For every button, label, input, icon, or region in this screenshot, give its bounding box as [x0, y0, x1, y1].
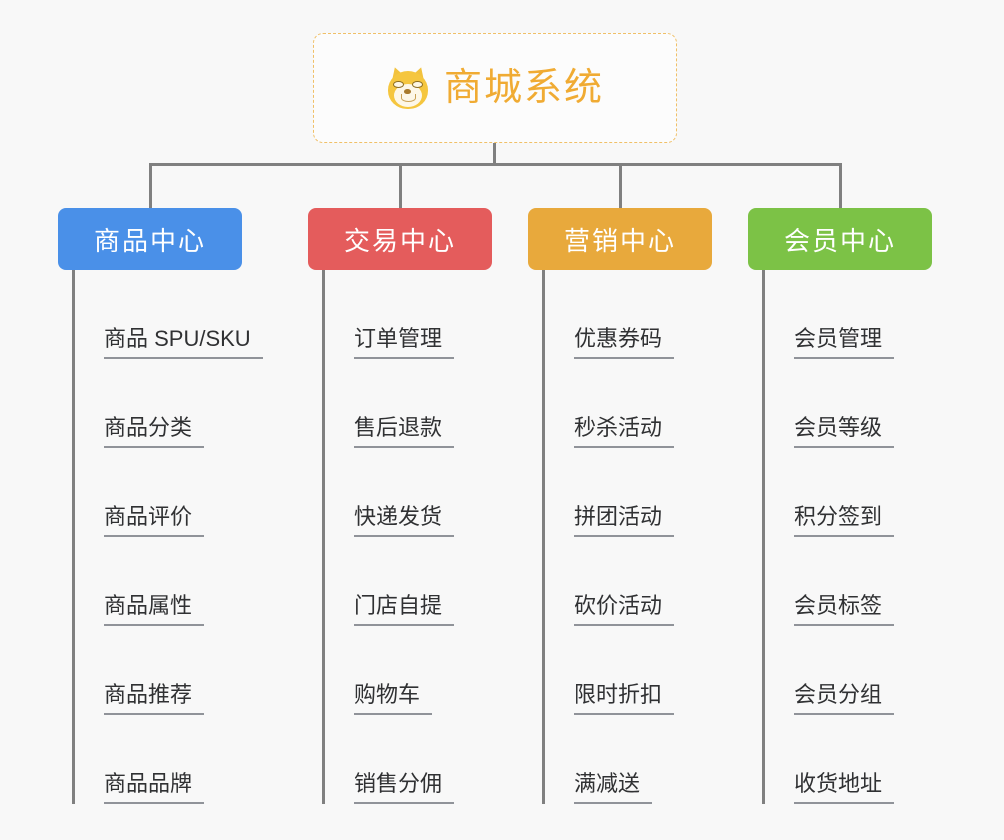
leaf-label: 商品推荐	[104, 682, 205, 715]
connector-horizontal-bus	[149, 163, 842, 166]
branch-header-3[interactable]: 营销中心	[528, 208, 712, 270]
list-item[interactable]: 积分签到	[748, 448, 932, 537]
list-item[interactable]: 收货地址	[748, 715, 932, 804]
list-item[interactable]: 商品评价	[58, 448, 263, 537]
list-item[interactable]: 商品品牌	[58, 715, 263, 804]
branch-header-label-1: 商品中心	[93, 225, 206, 256]
list-item[interactable]: 门店自提	[308, 537, 492, 626]
connector-drop-2	[399, 163, 402, 210]
list-item[interactable]: 商品 SPU/SKU	[58, 270, 263, 359]
leaf-label: 购物车	[354, 682, 433, 715]
list-item[interactable]: 商品分类	[58, 359, 263, 448]
leaf-label: 收货地址	[794, 771, 895, 804]
leaf-label: 限时折扣	[574, 682, 675, 715]
list-item[interactable]: 会员标签	[748, 537, 932, 626]
list-item[interactable]: 满减送	[528, 715, 712, 804]
connector-drop-3	[619, 163, 622, 210]
list-item[interactable]: 销售分佣	[308, 715, 492, 804]
leaf-label: 商品属性	[104, 593, 205, 626]
leaf-list-1: 商品 SPU/SKU 商品分类 商品评价 商品属性 商品推荐 商品品牌	[58, 270, 263, 804]
leaf-list-3: 优惠券码 秒杀活动 拼团活动 砍价活动 限时折扣 满减送	[528, 270, 712, 804]
branch-header-4[interactable]: 会员中心	[748, 208, 932, 270]
leaf-label: 拼团活动	[574, 504, 675, 537]
leaf-label: 商品品牌	[104, 771, 205, 804]
connector-drop-4	[839, 163, 842, 210]
leaf-label: 门店自提	[354, 593, 455, 626]
list-item[interactable]: 商品推荐	[58, 626, 263, 715]
leaf-label: 销售分佣	[354, 771, 455, 804]
branch-trunk-1	[72, 270, 75, 804]
list-item[interactable]: 优惠券码	[528, 270, 712, 359]
branch-trunk-3	[542, 270, 545, 804]
dog-face-icon	[386, 64, 430, 110]
root-title: 商城系统	[443, 67, 604, 109]
branch-header-label-3: 营销中心	[563, 225, 676, 256]
leaf-label: 售后退款	[354, 415, 455, 448]
list-item[interactable]: 砍价活动	[528, 537, 712, 626]
leaf-label: 会员管理	[794, 326, 895, 359]
branch-header-label-4: 会员中心	[783, 225, 896, 256]
list-item[interactable]: 限时折扣	[528, 626, 712, 715]
list-item[interactable]: 会员管理	[748, 270, 932, 359]
list-item[interactable]: 会员等级	[748, 359, 932, 448]
list-item[interactable]: 购物车	[308, 626, 492, 715]
leaf-label: 会员分组	[794, 682, 895, 715]
list-item[interactable]: 订单管理	[308, 270, 492, 359]
dog-eye-right-icon	[411, 81, 423, 88]
leaf-label: 商品分类	[104, 415, 205, 448]
branch-header-1[interactable]: 商品中心	[58, 208, 242, 270]
connector-drop-1	[149, 163, 152, 210]
leaf-label: 积分签到	[794, 504, 895, 537]
leaf-list-4: 会员管理 会员等级 积分签到 会员标签 会员分组 收货地址	[748, 270, 932, 804]
leaf-label: 优惠券码	[574, 326, 675, 359]
leaf-label: 秒杀活动	[574, 415, 675, 448]
list-item[interactable]: 会员分组	[748, 626, 932, 715]
dog-mouth-icon	[400, 94, 416, 102]
list-item[interactable]: 商品属性	[58, 537, 263, 626]
leaf-list-2: 订单管理 售后退款 快递发货 门店自提 购物车 销售分佣	[308, 270, 492, 804]
list-item[interactable]: 拼团活动	[528, 448, 712, 537]
list-item[interactable]: 售后退款	[308, 359, 492, 448]
leaf-label: 满减送	[574, 771, 653, 804]
leaf-label: 砍价活动	[574, 593, 675, 626]
branch-header-2[interactable]: 交易中心	[308, 208, 492, 270]
leaf-label: 快递发货	[354, 504, 455, 537]
connector-root-stem	[493, 143, 496, 165]
branch-column-4: 会员中心 会员管理 会员等级 积分签到 会员标签 会员分组 收货地址	[748, 208, 932, 804]
branch-trunk-2	[322, 270, 325, 804]
leaf-label: 商品评价	[104, 504, 205, 537]
dog-eye-left-icon	[392, 81, 404, 88]
leaf-label: 订单管理	[354, 326, 455, 359]
root-node[interactable]: 商城系统	[313, 33, 677, 143]
leaf-label: 会员等级	[794, 415, 895, 448]
list-item[interactable]: 秒杀活动	[528, 359, 712, 448]
branch-column-3: 营销中心 优惠券码 秒杀活动 拼团活动 砍价活动 限时折扣 满减送	[528, 208, 712, 804]
branch-column-1: 商品中心 商品 SPU/SKU 商品分类 商品评价 商品属性 商品推荐 商品品牌	[58, 208, 263, 804]
leaf-label: 会员标签	[794, 593, 895, 626]
list-item[interactable]: 快递发货	[308, 448, 492, 537]
dog-nose-icon	[403, 89, 411, 94]
branch-header-label-2: 交易中心	[343, 225, 456, 256]
branch-column-2: 交易中心 订单管理 售后退款 快递发货 门店自提 购物车 销售分佣	[308, 208, 492, 804]
branch-trunk-4	[762, 270, 765, 804]
leaf-label: 商品 SPU/SKU	[104, 326, 263, 359]
